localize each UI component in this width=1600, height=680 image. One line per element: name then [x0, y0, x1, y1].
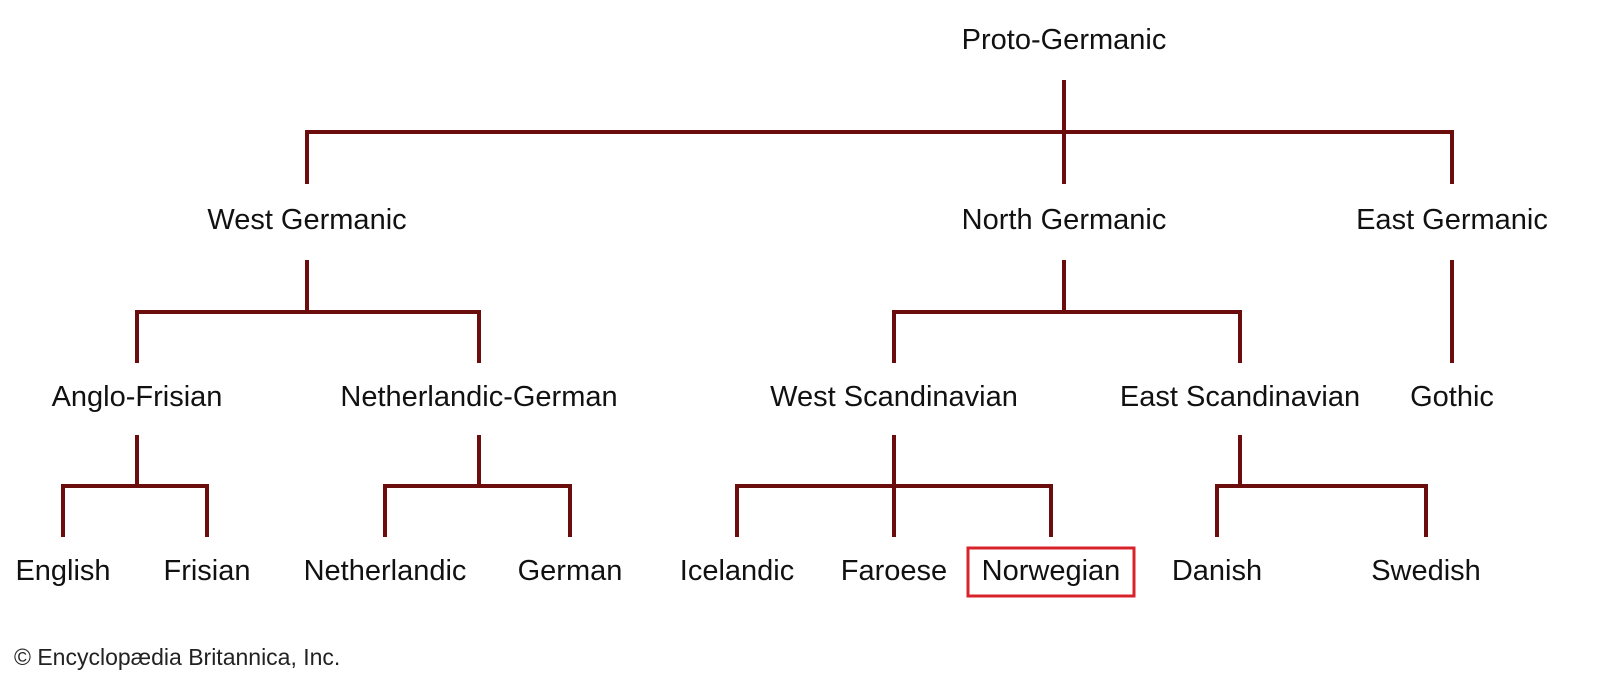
- connector-north-germanic-bar: [892, 310, 1242, 363]
- node-west-germanic: West Germanic: [207, 204, 406, 236]
- node-north-germanic: North Germanic: [962, 204, 1167, 236]
- node-danish: Danish: [1172, 555, 1262, 587]
- connector-west-germanic-bar: [135, 310, 481, 363]
- tree-connectors: [61, 80, 1454, 537]
- tree-highlights: [966, 546, 1136, 598]
- copyright-credit: © Encyclopædia Britannica, Inc.: [14, 644, 341, 670]
- node-norwegian: Norwegian: [982, 555, 1121, 587]
- node-swedish: Swedish: [1371, 555, 1481, 587]
- node-proto-germanic: Proto-Germanic: [962, 24, 1167, 56]
- node-netherlandic-german: Netherlandic-German: [340, 381, 617, 413]
- node-east-scandinavian: East Scandinavian: [1120, 381, 1360, 413]
- node-netherlandic: Netherlandic: [304, 555, 467, 587]
- highlight-box-norwegian: [966, 546, 1136, 598]
- node-german: German: [518, 555, 623, 587]
- node-english: English: [15, 555, 110, 587]
- connector-east-scandinavian-bar: [1215, 484, 1428, 537]
- connector-proto-germanic-bar: [305, 130, 1454, 184]
- node-frisian: Frisian: [163, 555, 250, 587]
- connector-netherlandic-german-bar: [383, 484, 572, 537]
- node-west-scandinavian: West Scandinavian: [770, 381, 1018, 413]
- node-faroese: Faroese: [841, 555, 947, 587]
- node-icelandic: Icelandic: [680, 555, 794, 587]
- node-gothic: Gothic: [1410, 381, 1494, 413]
- node-anglo-frisian: Anglo-Frisian: [52, 381, 223, 413]
- connector-anglo-frisian-bar: [61, 484, 209, 537]
- node-east-germanic: East Germanic: [1356, 204, 1548, 236]
